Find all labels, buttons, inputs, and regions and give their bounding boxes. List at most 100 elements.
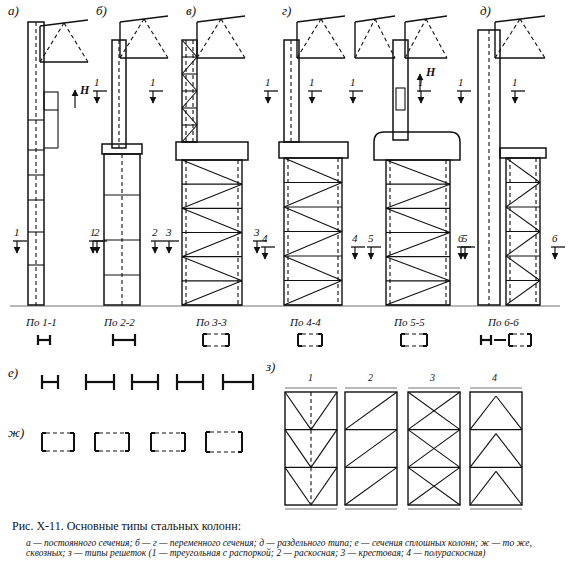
drawing-line <box>96 241 97 253</box>
drawing-line <box>96 91 97 103</box>
drawing-line <box>351 246 365 247</box>
drawing-line <box>41 433 43 451</box>
drawing-rect <box>182 40 197 142</box>
drawing-line <box>345 392 397 430</box>
drawing-line <box>267 91 268 103</box>
drawing-line <box>400 334 402 346</box>
drawing-line <box>345 388 397 389</box>
drawing-line <box>367 246 381 247</box>
drawing-rect <box>408 392 460 505</box>
figure-label: 3 <box>254 226 260 238</box>
drawing-line <box>494 339 506 341</box>
drawing-line <box>506 158 540 183</box>
drawing-line <box>408 392 460 430</box>
drawing-line <box>46 432 70 433</box>
drawing-line <box>99 432 125 433</box>
drawing-line <box>70 450 74 452</box>
drawing-line <box>197 19 221 58</box>
figure-label: По 5-5 <box>394 316 425 328</box>
drawing-line <box>182 208 242 209</box>
drawing-line <box>210 451 238 452</box>
drawing-line <box>513 333 527 334</box>
drawing-line <box>128 433 130 451</box>
drawing-line <box>44 147 58 148</box>
figure-label: 6 <box>458 232 464 244</box>
drawing-line <box>197 57 245 58</box>
drawing-line <box>261 246 275 247</box>
drawing-line <box>151 240 165 241</box>
drawing-line <box>386 256 450 257</box>
drawing-line <box>506 232 540 257</box>
figure-label: 1 <box>350 76 356 88</box>
drawing-line <box>182 281 242 305</box>
figure-label: з) <box>266 360 275 374</box>
drawing-line <box>28 119 44 120</box>
drawing-line <box>182 73 197 74</box>
drawing-line <box>207 333 225 334</box>
drawing-line <box>168 241 169 253</box>
drawing-line <box>496 434 522 468</box>
drawing-line <box>345 430 397 468</box>
drawing-line <box>10 306 560 307</box>
drawing-line <box>386 257 450 281</box>
figure-label: 1 <box>418 76 424 88</box>
drawing-line <box>354 22 355 58</box>
drawing-line <box>104 194 140 195</box>
drawing-line <box>506 255 540 256</box>
drawing-line <box>99 450 125 451</box>
drawing-line <box>284 207 342 232</box>
drawing-line <box>70 432 74 434</box>
figure-label: H <box>80 84 89 97</box>
drawing-line <box>408 509 460 510</box>
drawing-line <box>38 339 50 341</box>
drawing-line <box>386 184 450 208</box>
drawing-rect <box>104 154 140 305</box>
figure-label: 3 <box>430 372 435 383</box>
drawing-line <box>386 233 450 257</box>
figure-label: 1 <box>150 76 156 88</box>
drawing-line <box>182 74 197 91</box>
drawing-line <box>470 396 496 430</box>
column-capital <box>374 132 460 160</box>
drawing-line <box>408 467 460 505</box>
drawing-line <box>460 247 461 259</box>
figure-label: 1 <box>512 76 518 88</box>
drawing-rect <box>478 30 500 305</box>
drawing-line <box>405 345 423 346</box>
drawing-line <box>223 381 253 383</box>
drawing-line <box>318 345 322 347</box>
drawing-line <box>551 246 565 247</box>
drawing-line <box>408 392 460 430</box>
drawing-line <box>506 281 540 306</box>
drawing-line <box>121 154 122 305</box>
drawing-line <box>202 334 204 346</box>
drawing-line <box>120 57 168 58</box>
drawing-line <box>206 451 210 453</box>
drawing-line <box>470 434 496 468</box>
drawing-line <box>284 183 342 208</box>
drawing-line <box>311 430 337 468</box>
drawing-line <box>104 239 140 240</box>
drawing-line <box>530 334 532 346</box>
drawing-line <box>238 431 242 433</box>
drawing-rect <box>393 40 408 140</box>
figure-label: г) <box>282 4 291 18</box>
figure-label: 4 <box>352 232 358 244</box>
drawing-line <box>284 304 342 305</box>
drawing-line <box>35 22 36 305</box>
drawing-line <box>470 471 496 505</box>
drawing-line <box>460 91 461 103</box>
drawing-line <box>149 90 163 91</box>
drawing-line <box>16 241 17 253</box>
drawing-rect <box>112 40 126 148</box>
drawing-line <box>345 467 397 505</box>
drawing-line <box>284 158 342 183</box>
drawing-line <box>28 264 44 265</box>
drawing-line <box>520 19 545 58</box>
drawing-line <box>285 509 337 510</box>
drawing-rect <box>176 142 248 160</box>
figure-label: ж) <box>8 426 24 440</box>
figure-caption: Рис. X-11. Основные типы стальных колонн… <box>12 520 241 533</box>
figure-label: 1 <box>309 76 315 88</box>
drawing-rect <box>396 88 405 110</box>
